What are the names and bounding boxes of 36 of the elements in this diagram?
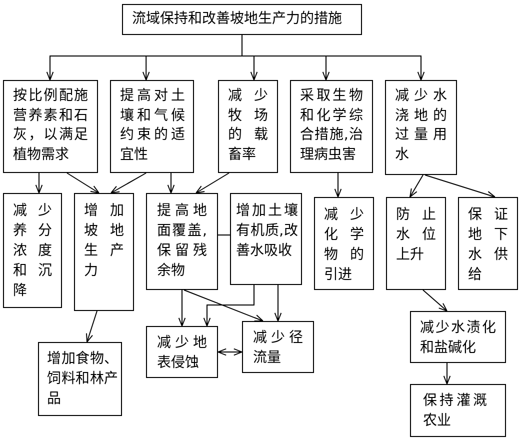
arrow bbox=[184, 290, 264, 322]
arrow bbox=[334, 172, 342, 198]
text-box: 保持灌溉农业 bbox=[410, 384, 506, 437]
double-arrow bbox=[218, 348, 242, 356]
text-box: 保证地下水供给 bbox=[458, 197, 518, 290]
text-box: 增加坡地生产力 bbox=[74, 193, 134, 311]
arrow bbox=[242, 34, 425, 80]
text-box: 提高地面覆盖,保留残余物 bbox=[146, 193, 218, 290]
text-box: 减少径流量 bbox=[242, 321, 314, 373]
arrow bbox=[424, 174, 496, 198]
text-box: 减少牧场的载畜率 bbox=[218, 80, 278, 173]
arrow bbox=[167, 172, 175, 194]
text-box: 减少水渍化和盐碱化 bbox=[410, 311, 506, 363]
text-box: 提高对土壤和气候约束的适宜性 bbox=[110, 80, 194, 173]
connector-line bbox=[218, 234, 230, 236]
title-box: 流域保持和改善坡地生产力的措施 bbox=[122, 4, 362, 35]
text-box: 减少水浇地的过量用水 bbox=[385, 80, 457, 175]
text-box: 增加食物、饲料和林产品 bbox=[38, 342, 122, 416]
arrow bbox=[410, 174, 424, 198]
text-box: 减少地表侵蚀 bbox=[146, 326, 218, 378]
arrow bbox=[178, 290, 186, 326]
text-box: 采取生物和化学综合措施,治理病虫害 bbox=[290, 80, 373, 173]
text-box: 减少养分浓度和沉降 bbox=[3, 193, 62, 308]
arrow bbox=[110, 172, 147, 194]
arrow bbox=[86, 310, 98, 342]
arrow bbox=[274, 284, 282, 322]
arrow bbox=[203, 284, 254, 326]
arrow bbox=[196, 172, 230, 194]
text-box: 按比例配施营养素和石灰，以满足植物需求 bbox=[3, 80, 98, 173]
arrow bbox=[66, 172, 100, 194]
arrow bbox=[35, 172, 43, 194]
text-box: 防止水位上升 bbox=[386, 197, 446, 290]
text-box: 减少化学物的引进 bbox=[314, 197, 374, 290]
text-box: 增加土壤有机质,改善水吸收 bbox=[230, 193, 302, 285]
arrow bbox=[443, 362, 451, 384]
arrow bbox=[422, 290, 448, 312]
